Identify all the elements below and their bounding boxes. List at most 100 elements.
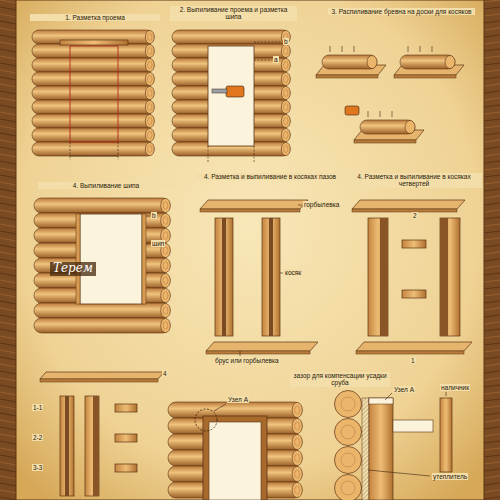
leader-line [146, 244, 150, 245]
wood-grain [484, 343, 500, 345]
wood-grain [484, 497, 500, 499]
profile [115, 434, 137, 442]
panel-grooves [200, 200, 318, 356]
dimension-line [254, 60, 272, 61]
log-end [367, 56, 377, 69]
opening [80, 214, 142, 304]
wood-grain [0, 63, 16, 66]
log-end [161, 288, 171, 302]
wood-grain [0, 140, 16, 143]
wood-grain [484, 154, 500, 156]
log-ring [148, 62, 152, 69]
window-box [393, 420, 433, 432]
leader-line [280, 273, 283, 274]
wood-grain [484, 91, 500, 93]
wood-grain [484, 70, 500, 72]
wood-grain [484, 350, 500, 352]
log-end [281, 128, 290, 141]
wood-grain [0, 371, 16, 374]
wood-grain [0, 14, 16, 17]
quarter [440, 218, 448, 336]
dimension-line [254, 42, 282, 43]
wood-grain [484, 140, 500, 142]
wood-grain [0, 462, 16, 465]
log-ring [148, 146, 152, 153]
wood-grain [0, 476, 16, 479]
wood-grain [0, 448, 16, 451]
log-end [405, 121, 415, 134]
log-ring [163, 232, 168, 240]
saw-cut [354, 46, 355, 52]
wood-grain [0, 420, 16, 423]
panel-sawing [316, 46, 464, 143]
wood-grain [0, 0, 16, 3]
wood-grain [484, 455, 500, 457]
section-label: 1-1 [32, 404, 43, 411]
wood-grain [484, 308, 500, 310]
leader-line [146, 216, 150, 217]
board [200, 200, 308, 209]
log-ring [295, 454, 300, 462]
wood-grain [484, 175, 500, 177]
template-board [60, 40, 128, 45]
log-end [292, 434, 302, 449]
dimension-line [70, 142, 71, 160]
wood-grain [0, 378, 16, 381]
log-end [281, 86, 290, 99]
dimension-label: b [151, 212, 157, 219]
wood-grain [0, 245, 16, 248]
log-end [145, 72, 154, 85]
wood-grain [484, 133, 500, 135]
groove [222, 218, 226, 336]
log-ring [148, 76, 152, 83]
wood-grain [0, 105, 16, 108]
wood-grain [0, 126, 16, 129]
log-end [145, 100, 154, 113]
part-label: косяк [284, 269, 302, 276]
wood-grain [484, 252, 500, 254]
wood-grain [484, 203, 500, 205]
wood-grain [0, 350, 16, 353]
wood-grain [0, 196, 16, 199]
log [32, 114, 154, 128]
wood-grain [484, 385, 500, 387]
wood-grain [484, 280, 500, 282]
wood-grain [484, 210, 500, 212]
wood-grain [484, 371, 500, 373]
log-end [281, 114, 290, 127]
wood-grain [0, 434, 16, 437]
log [32, 30, 154, 44]
log-ring [341, 453, 355, 467]
log-end [161, 258, 171, 272]
wood-grain [0, 70, 16, 73]
log-ring [284, 146, 288, 153]
wood-grain [0, 259, 16, 262]
wood-grain [484, 84, 500, 86]
wood-grain [0, 266, 16, 269]
wood-grain [0, 224, 16, 227]
step-heading: 4. Разметка и выпиливание в косяках пазо… [195, 173, 345, 180]
log-ring [284, 104, 288, 111]
wood-grain [0, 133, 16, 136]
profile [402, 240, 426, 248]
log-end [281, 72, 290, 85]
wood-grain [0, 343, 16, 346]
tenon [142, 214, 146, 304]
step-heading: 4. Выпиливание шипа [38, 182, 174, 189]
wood-grain [484, 189, 500, 191]
log-ring [295, 470, 300, 478]
log-section [335, 391, 362, 418]
board [40, 372, 164, 379]
log [34, 318, 170, 333]
callout-number: 2 [412, 212, 418, 219]
wood-grain [0, 98, 16, 101]
wood-grain [484, 490, 500, 492]
wood-grain [0, 210, 16, 213]
wood-grain [0, 280, 16, 283]
log-end [281, 100, 290, 113]
wood-grain [484, 266, 500, 268]
step-heading: 2. Выпиливание проема и разметка шипа [170, 6, 297, 21]
